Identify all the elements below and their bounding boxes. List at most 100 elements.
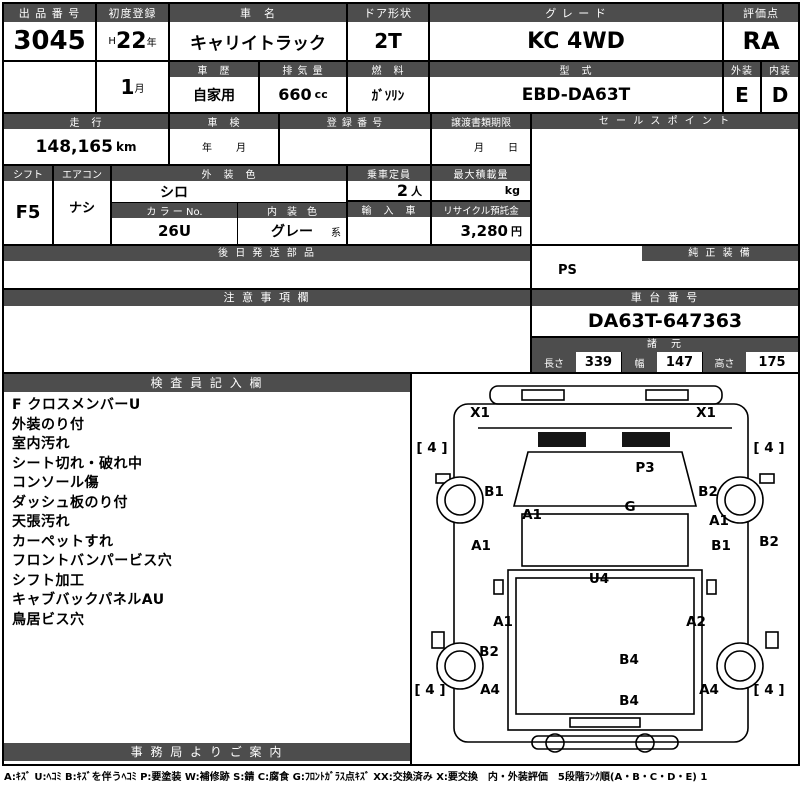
capacity-number: 2	[396, 181, 408, 200]
recycle-deposit-label: リサイクル預託金	[432, 202, 530, 217]
notes-cell: 注 意 事 項 欄	[2, 288, 532, 374]
left-stake-pocket	[493, 579, 504, 595]
inspector-note-line: 外装のり付	[12, 416, 85, 433]
score-cell: 評価点 RA	[722, 2, 800, 62]
shaken-label: 車 検	[170, 114, 278, 129]
mileage-value: 148,165 km	[4, 129, 168, 164]
specs-cell: 諸 元 長さ 339 幅 147 高さ 175	[530, 336, 800, 374]
shaken-cell: 車 検 年 月	[168, 112, 280, 166]
shaken-year-placeholder: 年	[202, 143, 212, 154]
displacement-cell: 排 気 量 660 cc	[258, 60, 348, 114]
right-stake-pocket	[706, 579, 717, 595]
specs-label: 諸 元	[532, 338, 798, 352]
inspector-note-line: ダッシュ板のり付	[12, 494, 128, 511]
capacity-value: 2 人	[348, 181, 430, 200]
recycle-deposit-number: 3,280	[460, 221, 508, 240]
damage-code-X1: X1	[470, 405, 490, 421]
tailgate-handle	[569, 717, 641, 728]
displacement-value: 660 cc	[260, 77, 346, 112]
aircon-value: ナシ	[68, 201, 95, 216]
first-reg-month: 1	[120, 75, 135, 99]
spec-height-value: 175	[758, 354, 786, 370]
first-registration-month-cell: 1 月	[95, 60, 170, 114]
color-no-label: カ ラ ー No.	[112, 203, 237, 218]
car-name-cell: 車 名 キャリイトラック	[168, 2, 348, 62]
inspector-note-line: コンソール傷	[12, 475, 99, 491]
damage-code-A1: A1	[493, 614, 513, 630]
door-shape-cell: ドア形状 2T	[346, 2, 430, 62]
exterior-color-label: 外 装 色	[112, 166, 346, 181]
interior-color-label: 内 装 色	[237, 203, 346, 218]
side-mirrors	[435, 473, 775, 484]
interior-grade-cell: 内装 D	[760, 60, 800, 114]
spec-width-value: 147	[665, 354, 694, 370]
color-no-value: 26U	[157, 222, 192, 240]
lot-number-label: 出 品 番 号	[4, 4, 95, 22]
oem-equipment-body: 純 正 装 備 PS	[532, 246, 798, 288]
capacity-label: 乗車定員	[348, 166, 430, 181]
shaken-value: 年 月	[170, 129, 278, 164]
color-subheader-row: カ ラ ー No. 内 装 色	[112, 202, 346, 218]
first-reg-year: 22	[115, 28, 147, 54]
damage-code-B2: B2	[479, 644, 499, 660]
car-name-value: キャリイトラック	[190, 33, 326, 54]
first-reg-era: H	[108, 35, 116, 47]
shift-cell: シフト F5	[2, 164, 54, 246]
grade-cell: グ レ ー ド KC 4WD	[428, 2, 724, 62]
score-value: RA	[742, 27, 780, 55]
right-headlight	[645, 389, 689, 401]
inspector-note-line: フロントバンパービス穴	[12, 553, 173, 569]
damage-code-4: [ 4 ]	[416, 440, 447, 456]
shaken-month-placeholder: 月	[236, 143, 246, 154]
damage-code-B2: B2	[759, 534, 779, 550]
chassis-number-label: 車 台 番 号	[532, 290, 798, 306]
model-code-cell: 型 式 EBD-DA63T	[428, 60, 724, 114]
registration-number-cell: 登 録 番 号	[278, 112, 432, 166]
exterior-color-value: シロ	[160, 184, 188, 201]
import-car-value	[348, 217, 430, 244]
car-history-label: 車 歴	[170, 62, 258, 77]
damage-code-A2: A2	[686, 614, 706, 630]
transfer-deadline-cell: 譲渡書類期限 月 日	[430, 112, 532, 166]
cab-seats	[538, 432, 670, 447]
damage-code-X1: X1	[696, 405, 716, 421]
damage-code-A4: A4	[480, 682, 500, 698]
lot-number-value: 3045	[13, 26, 86, 56]
oem-equipment-cell: 純 正 装 備 PS	[530, 244, 800, 290]
front-bumper	[478, 385, 732, 429]
aircon-label: エアコン	[54, 166, 110, 181]
inspector-note-line: カーペットすれ	[12, 533, 114, 550]
later-parts-label: 後 日 発 送 部 品	[4, 246, 530, 261]
max-load-label: 最大積載量	[432, 166, 530, 181]
later-parts-cell: 後 日 発 送 部 品	[2, 244, 532, 290]
displacement-label: 排 気 量	[260, 62, 346, 77]
transfer-day-placeholder: 日	[508, 143, 518, 154]
car-history-value: 自家用	[193, 87, 235, 104]
door-shape-value: 2T	[374, 29, 402, 53]
car-name-label: 車 名	[170, 4, 346, 22]
fuel-label: 燃 料	[348, 62, 428, 77]
damage-code-4: [ 4 ]	[753, 682, 784, 698]
interior-grade-value: D	[771, 82, 789, 107]
sales-point-area	[532, 129, 798, 244]
empty-area	[4, 62, 95, 112]
exterior-grade-value: E	[735, 82, 749, 107]
truck-bed	[493, 569, 717, 731]
inspector-note-line: シフト加工	[12, 572, 85, 589]
car-history-cell: 車 歴 自家用	[168, 60, 260, 114]
spec-height-label: 高さ	[702, 352, 746, 372]
damage-code-A4: A4	[699, 682, 719, 698]
cab-roof	[521, 513, 689, 567]
notes-label: 注 意 事 項 欄	[4, 290, 530, 306]
interior-color-suffix: 系	[331, 228, 341, 239]
transfer-deadline-value: 月 日	[432, 129, 530, 164]
oem-equipment-label: 純 正 装 備	[642, 246, 798, 261]
model-code-label: 型 式	[430, 62, 722, 77]
spec-length-value: 339	[584, 354, 613, 370]
first-reg-year-unit: 年	[146, 37, 157, 49]
damage-code-A1: A1	[471, 538, 491, 554]
